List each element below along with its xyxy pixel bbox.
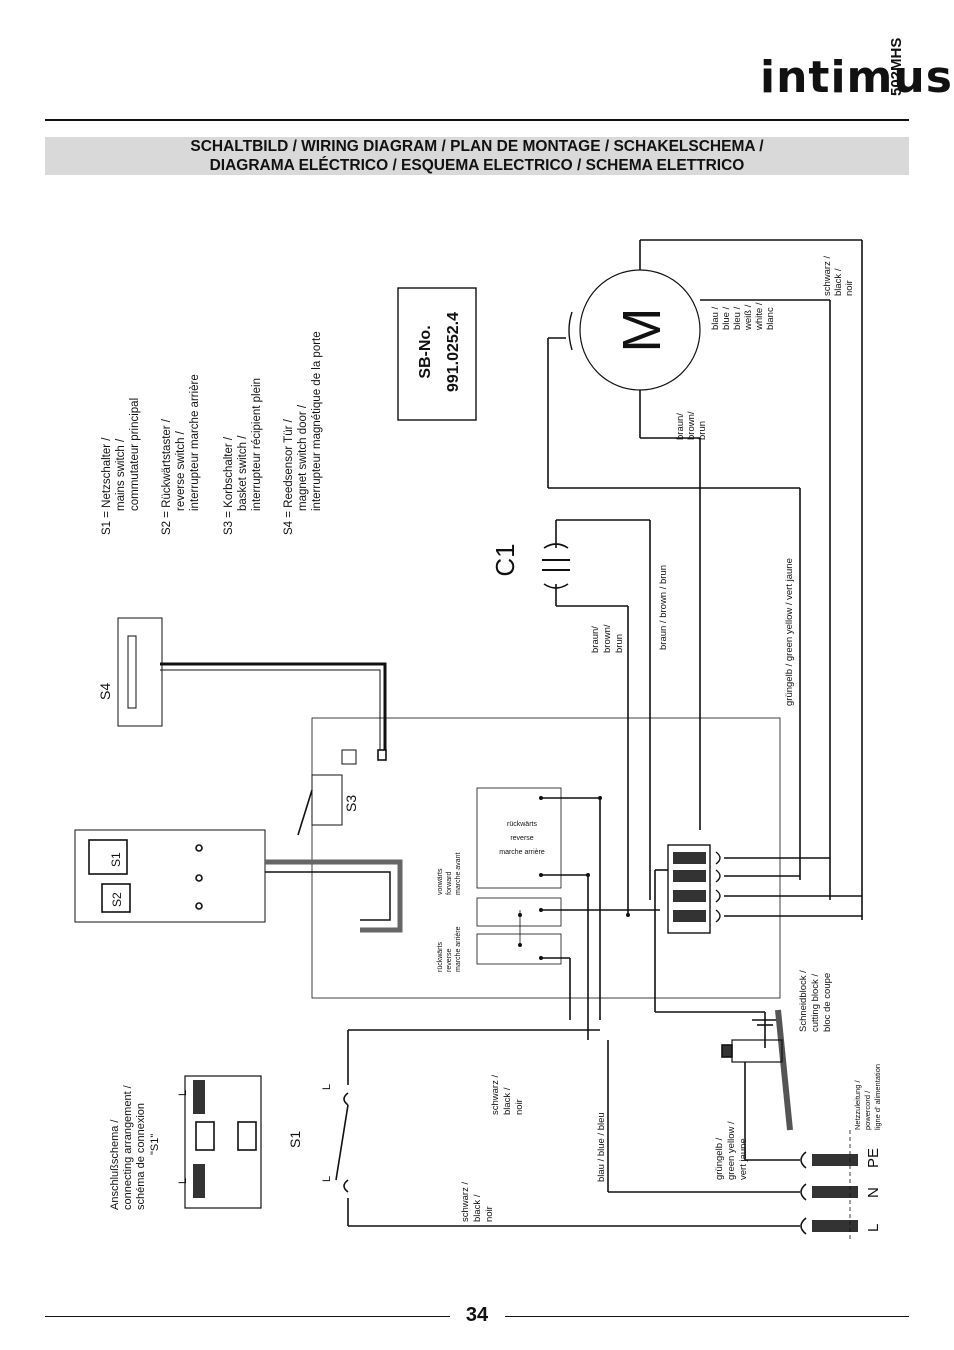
brand-name: intimus [760,52,953,103]
svg-text:S3 = Korbschalter /: S3 = Korbschalter / [223,436,235,535]
svg-text:interrupteur magnétique de la: interrupteur magnétique de la porte [311,331,323,511]
svg-text:grüngelb /: grüngelb / [714,1137,725,1180]
svg-text:marche arrière: marche arrière [455,926,462,972]
brand-logo: intimus® [760,52,954,103]
svg-text:L: L [321,1176,333,1182]
svg-text:blau /: blau / [710,306,721,330]
svg-text:blue /: blue / [721,306,732,330]
svg-text:connecting arrangement /: connecting arrangement / [122,1084,134,1210]
svg-text:brun: brun [697,421,708,440]
svg-text:Schneidblock /: Schneidblock / [798,970,809,1032]
relay-reverse-top [476,787,562,889]
svg-text:schwarz /: schwarz / [490,1075,501,1115]
footer-rule-left [45,1316,450,1317]
s4-label: S4 [97,683,113,700]
svg-text:reverse: reverse [446,949,453,972]
sb-number-value: 991.0252.4 [445,312,462,392]
svg-text:rückwärts: rückwärts [507,821,537,828]
svg-text:L: L [177,1178,189,1184]
svg-text:mains switch /: mains switch / [115,438,127,511]
svg-text:L: L [321,1084,333,1090]
svg-text:weiß /: weiß / [743,304,754,331]
sb-number-label: SB-No. [417,325,434,378]
svg-text:noir: noir [844,280,855,296]
svg-text:reverse switch /: reverse switch / [175,430,187,511]
svg-text:Anschlußschema /: Anschlußschema / [109,1119,121,1210]
svg-text:vert jaune: vert jaune [738,1138,749,1180]
svg-text:braun/: braun/ [675,413,686,440]
svg-text:S4 = Reedsensor Tür /: S4 = Reedsensor Tür / [283,418,295,535]
svg-text:interrupteur récipient plein: interrupteur récipient plein [251,378,263,511]
svg-text:braun / brown / brun: braun / brown / brun [658,565,669,650]
component-legend: S1 = Netzschalter / mains switch / commu… [101,331,323,535]
svg-text:rückwärts: rückwärts [437,942,444,972]
s2-board-label: S2 [110,892,124,907]
svg-text:interrupteur marche arrière: interrupteur marche arrière [189,374,201,511]
svg-text:black /: black / [502,1087,513,1115]
svg-text:schéma de connexion: schéma de connexion [135,1103,147,1210]
svg-text:S1 = Netzschalter /: S1 = Netzschalter / [101,437,113,535]
terminal-block [667,844,711,934]
s1-board-label: S1 [109,852,123,867]
title-line-1: SCHALTBILD / WIRING DIAGRAM / PLAN DE MO… [190,138,764,155]
svg-text:noir: noir [514,1099,525,1115]
terminal-n-label: N [865,1187,882,1198]
svg-text:"S1": "S1" [149,1134,161,1155]
svg-text:commutateur principal: commutateur principal [129,398,141,511]
svg-text:basket switch /: basket switch / [237,435,249,511]
svg-text:black /: black / [472,1194,483,1222]
svg-text:Netzzuleitung /: Netzzuleitung / [853,1079,862,1130]
svg-text:vorwärts: vorwärts [437,868,444,895]
capacitor-label: C1 [490,543,520,576]
svg-text:S2 = Rückwärtstaster /: S2 = Rückwärtstaster / [161,418,173,535]
sb-number-box [397,287,477,421]
terminal-l-label: L [865,1224,882,1232]
footer-rule-right [505,1316,909,1317]
svg-text:braun/: braun/ [590,626,601,653]
page-number: 34 [465,1304,489,1326]
svg-text:L: L [177,1090,189,1096]
svg-text:ligne d' alimentation: ligne d' alimentation [873,1064,882,1130]
title-line-2: DIAGRAMA ELÉCTRICO / ESQUEMA ELECTRICO /… [209,157,745,174]
svg-text:bloc de coupe: bloc de coupe [822,973,833,1032]
svg-text:white /: white / [754,302,765,331]
svg-text:magnet switch door /: magnet switch door / [297,404,309,511]
svg-text:forward: forward [446,872,453,895]
svg-text:marche arrière: marche arrière [499,849,545,856]
svg-text:marche avant: marche avant [455,853,462,895]
motor-label: M [612,308,672,353]
svg-text:cutting block /: cutting block / [810,974,821,1032]
svg-text:green yellow /: green yellow / [726,1121,737,1180]
relay-reverse-bottom [476,933,562,965]
svg-text:schwarz /: schwarz / [460,1182,471,1222]
relay-forward [476,897,562,927]
svg-text:brown/: brown/ [686,411,697,440]
s1-switch-label: S1 [287,1131,303,1148]
svg-text:noir: noir [484,1206,495,1222]
title-banner: SCHALTBILD / WIRING DIAGRAM / PLAN DE MO… [45,137,909,175]
terminal-pe-label: PE [865,1148,882,1168]
svg-text:bleu /: bleu / [732,306,743,330]
s3-label: S3 [343,795,359,812]
svg-text:brun: brun [614,634,625,653]
svg-text:grüngelb / green yellow / vert: grüngelb / green yellow / vert jaune [784,558,795,706]
svg-text:brown/: brown/ [602,624,613,653]
svg-text:reverse: reverse [510,835,533,842]
svg-text:schwarz /: schwarz / [822,256,833,296]
svg-text:blanc: blanc [765,307,776,330]
header-rule [45,119,909,121]
svg-text:black /: black / [833,268,844,296]
svg-text:powercord /: powercord / [863,1090,872,1130]
svg-text:blau / blue / bleu: blau / blue / bleu [596,1112,607,1182]
